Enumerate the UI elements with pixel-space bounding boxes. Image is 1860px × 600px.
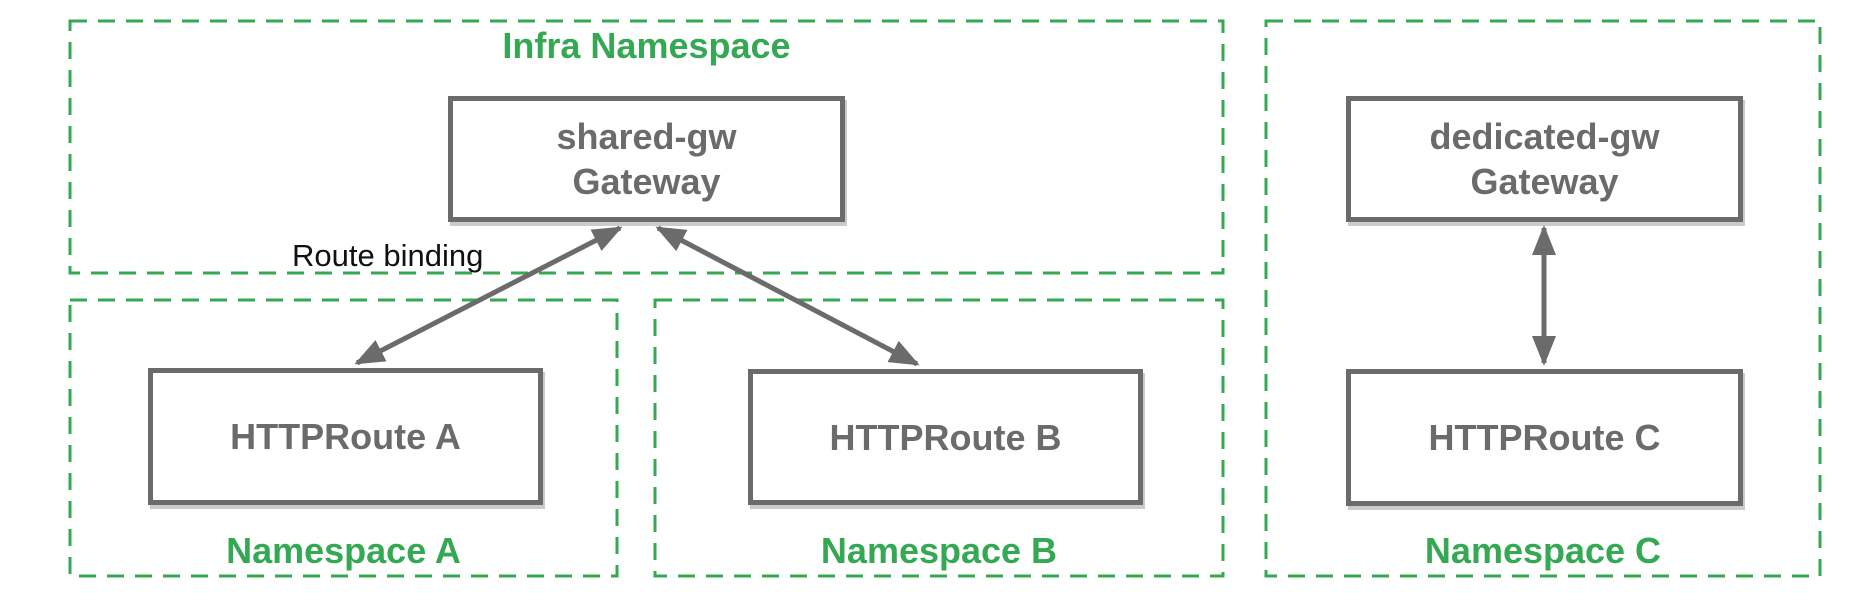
httproute-c-label: HTTPRoute C: [1428, 417, 1661, 458]
dedicated-gw-kind: Gateway: [1470, 161, 1619, 202]
shared-gw-gateway-node: shared-gw Gateway: [448, 96, 845, 222]
infra-namespace-label: Infra Namespace: [502, 25, 791, 66]
httproute-c-node: HTTPRoute C: [1346, 369, 1743, 506]
shared-gw-kind: Gateway: [572, 161, 721, 202]
httproute-b-label: HTTPRoute B: [829, 416, 1062, 458]
arrow-route-a-to-shared-gw: [354, 225, 623, 366]
httproute-a-label: HTTPRoute A: [230, 416, 461, 457]
namespace-c-label: Namespace C: [1424, 530, 1662, 571]
infra-namespace-boundary: [68, 19, 1225, 275]
namespace-b-boundary: [653, 298, 1225, 578]
namespace-a-label: Namespace A: [226, 530, 461, 571]
route-binding-annotation: Route binding: [292, 238, 484, 273]
namespace-a-boundary: [68, 298, 619, 578]
namespace-c-boundary: [1264, 19, 1822, 578]
httproute-b-node: HTTPRoute B: [748, 369, 1143, 505]
dedicated-gw-name: dedicated-gw: [1429, 116, 1660, 157]
arrow-route-b-to-shared-gw: [655, 225, 920, 367]
httproute-a-node: HTTPRoute A: [148, 368, 543, 505]
shared-gw-name: shared-gw: [556, 116, 737, 157]
dedicated-gw-gateway-node: dedicated-gw Gateway: [1346, 96, 1743, 222]
namespace-b-label: Namespace B: [820, 530, 1058, 571]
